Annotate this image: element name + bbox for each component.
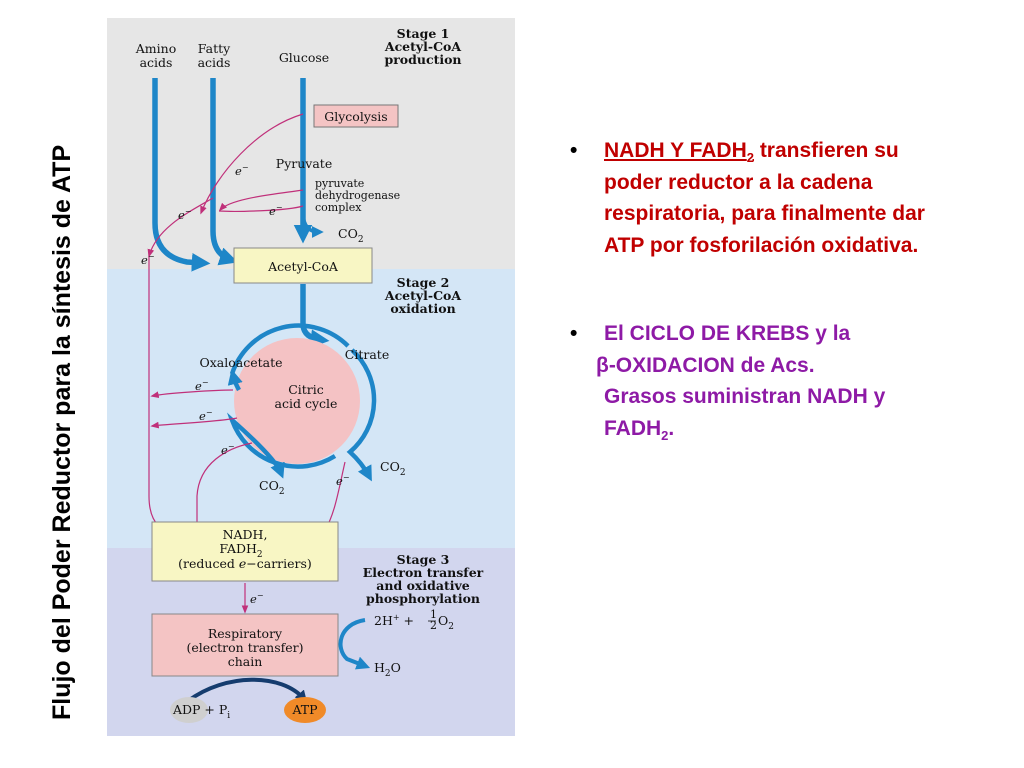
bullet-nadh-fadh: • NADH Y FADH2 transfieren su poder redu… xyxy=(570,135,944,261)
oxygen-to-water-arrow xyxy=(338,618,371,670)
half-denominator: 2 xyxy=(430,619,437,632)
pyruvate-label: Pyruvate xyxy=(276,156,332,171)
fatty-acids-arrow xyxy=(210,78,239,266)
stage3-line3: phosphorylation xyxy=(366,591,480,606)
stage1-line2: production xyxy=(384,52,461,67)
stage2-line1: Acetyl-CoA xyxy=(384,288,462,303)
side-title: Flujo del Poder Reductor para la síntesi… xyxy=(48,144,76,720)
acetyl-coa-label: Acetyl-CoA xyxy=(267,259,339,274)
electron-label-5: e− xyxy=(195,378,209,393)
glycolysis-box xyxy=(313,104,399,128)
pdh-label-3: complex xyxy=(315,201,362,214)
atp-label: ATP xyxy=(291,702,317,717)
respiratory-label-3: chain xyxy=(228,654,263,669)
respiratory-label-2: (electron transfer) xyxy=(186,640,303,655)
electron-arrow-glycolysis xyxy=(200,113,304,215)
carriers-label: (reduced e−carriers) xyxy=(178,556,312,571)
stage2-line2: oxidation xyxy=(390,301,455,316)
bullet2-rest: Grasos suministran NADH y FADH2. xyxy=(604,385,886,443)
bullet-krebs: • El CICLO DE KREBS y la β-OXIDACION de … xyxy=(570,318,944,444)
amino-label-1: Amino xyxy=(135,41,176,56)
atp-ellipse xyxy=(284,697,326,723)
co2-label-left: CO2 xyxy=(259,478,285,497)
acetyl-coa-box xyxy=(233,247,373,284)
stage3-line2: and oxidative xyxy=(376,578,469,593)
cycle-right-arc xyxy=(346,348,377,482)
metabolism-figure: Stage 1 Acetyl-CoA production Stage 2 Ac… xyxy=(107,18,515,736)
amino-label-2: acids xyxy=(140,55,173,70)
stage1-line1: Acetyl-CoA xyxy=(384,39,462,54)
citrate-label: Citrate xyxy=(345,347,389,362)
nadh-fadh-box xyxy=(151,521,339,582)
electron-arrow-pdh xyxy=(218,205,304,212)
fatty-label-2: acids xyxy=(198,55,231,70)
stage1-title: Stage 1 xyxy=(397,26,450,41)
electron-label-1: e− xyxy=(235,163,249,178)
bullet1-underlined: NADH Y FADH2 xyxy=(604,139,754,166)
electron-label-9: e− xyxy=(250,591,264,606)
electron-arrow-fatty xyxy=(147,197,214,258)
electron-label-8: e− xyxy=(336,473,350,488)
cycle-inner-arrow xyxy=(227,369,243,392)
pdh-label-1: pyruvate xyxy=(315,177,364,190)
electron-label-4: e− xyxy=(141,252,155,267)
adp-ellipse xyxy=(170,697,208,723)
o2-label: O2 xyxy=(438,613,454,632)
fadh-label: FADH2 xyxy=(219,541,262,560)
cycle-label-2: acid cycle xyxy=(275,396,338,411)
pdh-co2-arrow xyxy=(301,213,324,238)
half-numerator: 1 xyxy=(430,608,437,621)
electron-arrow-pyruvate xyxy=(218,189,304,212)
stage3-title: Stage 3 xyxy=(397,552,450,567)
respiratory-chain-box xyxy=(151,613,339,677)
electron-label-3: e− xyxy=(269,203,283,218)
cycle-label-1: Citric xyxy=(288,382,324,397)
electron-arrow-cycle-1 xyxy=(150,389,234,398)
amino-acids-arrow xyxy=(152,78,211,272)
oxaloacetate-label: Oxaloacetate xyxy=(199,355,282,370)
bullet-marker: • xyxy=(570,322,578,345)
electron-label-7: e− xyxy=(221,442,235,457)
respiratory-label-1: Respiratory xyxy=(208,626,283,641)
electron-label-6: e− xyxy=(199,408,213,423)
cycle-left-arc xyxy=(229,418,337,479)
citric-acid-cycle xyxy=(234,338,360,464)
water-label: H2O xyxy=(374,660,401,679)
glycolysis-label: Glycolysis xyxy=(324,109,387,124)
electron-label-2: e− xyxy=(178,207,192,222)
co2-label-right: CO2 xyxy=(380,459,406,478)
bullet1-text: transfieren su poder reductor a la caden… xyxy=(604,139,925,257)
stage2-title: Stage 2 xyxy=(397,275,450,290)
co2-label-stage1: CO2 xyxy=(338,226,364,245)
bullet2-beta: β-OXIDACION de Acs. xyxy=(596,353,815,377)
glucose-label: Glucose xyxy=(279,50,329,65)
cycle-outer-arc xyxy=(229,323,350,375)
nadh-label: NADH, xyxy=(223,527,268,542)
stage3-line1: Electron transfer xyxy=(363,565,484,580)
electron-arrow-cycle-2 xyxy=(150,417,238,429)
fatty-label-1: Fatty xyxy=(198,41,231,56)
pdh-label-2: dehydrogenase xyxy=(315,189,400,202)
adp-label: ADP + Pi xyxy=(172,702,230,721)
bullet2-line1: El CICLO DE KREBS y la xyxy=(604,322,851,345)
bullet-marker: • xyxy=(570,139,578,162)
adp-to-atp-arrow xyxy=(186,677,308,703)
oxygen-label: 2H+ + xyxy=(374,613,414,628)
